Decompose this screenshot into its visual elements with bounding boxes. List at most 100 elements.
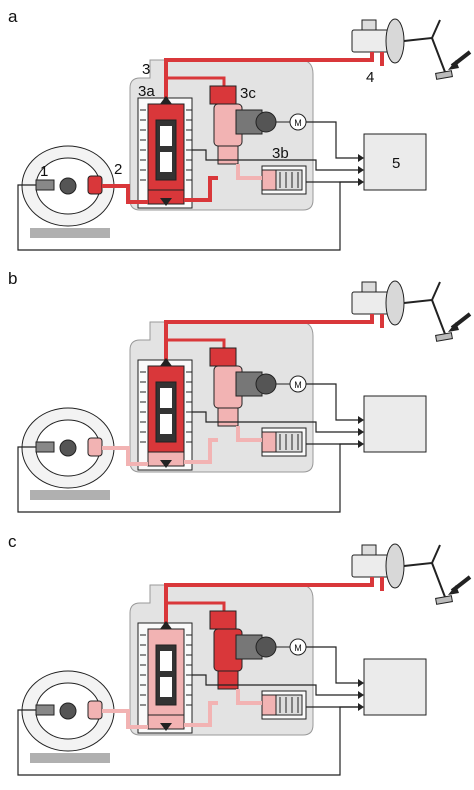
valve-to-pump-line xyxy=(184,438,218,464)
brake-line-wheel xyxy=(102,446,148,466)
wheel-speed-sensor xyxy=(35,179,55,191)
pedal-force-arrow-head xyxy=(448,322,459,332)
valve-control-wire xyxy=(192,149,358,171)
wheel-brake-caliper xyxy=(87,175,103,195)
wheel-sensor-label: 1 xyxy=(40,163,48,180)
ecu-box xyxy=(363,133,427,191)
pump-inlet-valve xyxy=(209,347,237,367)
brake-pedal xyxy=(435,332,453,342)
accumulator-line xyxy=(236,689,262,705)
wheel-speed-sensor xyxy=(35,704,55,716)
ecu-box xyxy=(363,395,427,453)
brake-fluid-reservoir xyxy=(361,19,377,31)
road-surface xyxy=(30,490,110,500)
brake-line-master xyxy=(164,314,374,366)
valve-control-wire xyxy=(192,411,358,433)
sensor-ring xyxy=(59,177,77,195)
armature-window-top xyxy=(160,126,172,146)
master-cylinder xyxy=(351,554,391,578)
brake-line-wheel xyxy=(102,709,148,729)
valve-label: 3a xyxy=(138,83,155,100)
armature-window-bottom xyxy=(160,152,172,172)
sensor-wire xyxy=(17,181,358,251)
panel-letter: b xyxy=(8,269,17,288)
ecu-input-arrow xyxy=(358,416,364,424)
motor-control-wire xyxy=(306,383,358,421)
panel-b: bM xyxy=(8,269,472,513)
motor-control-wire xyxy=(306,121,358,159)
valve-seat-bottom xyxy=(160,460,172,468)
panel-c: cM xyxy=(8,532,472,776)
panel-letter: c xyxy=(8,532,17,551)
ecu-input-arrow xyxy=(358,703,364,711)
accumulator-spring xyxy=(275,169,303,191)
valve-seat-top xyxy=(160,96,172,104)
brake-label: 2 xyxy=(114,161,122,178)
master-cylinder xyxy=(351,29,391,53)
accumulator-label: 3b xyxy=(272,145,289,162)
valve-control-wire xyxy=(192,674,358,696)
brake-booster xyxy=(385,18,405,64)
pump-outlet-valve xyxy=(217,407,239,427)
master-cylinder-label: 4 xyxy=(366,69,374,86)
brake-line-wheel xyxy=(102,184,148,204)
wheel-brake-caliper xyxy=(87,700,103,720)
accumulator-line xyxy=(236,164,262,180)
wheel-brake-caliper xyxy=(87,437,103,457)
valve-seat-top xyxy=(160,621,172,629)
pump-eccentric xyxy=(255,636,277,658)
valve-seat-bottom xyxy=(160,198,172,206)
pump-label: 3c xyxy=(240,85,256,102)
panel-letter: a xyxy=(8,7,18,26)
armature-window-bottom xyxy=(160,414,172,434)
brake-fluid-reservoir xyxy=(361,544,377,556)
armature-window-bottom xyxy=(160,677,172,697)
pedal-force-arrow-head xyxy=(448,585,459,595)
accumulator-chamber xyxy=(261,431,277,453)
sensor-wire xyxy=(17,706,358,776)
accumulator-chamber xyxy=(261,694,277,716)
brake-pedal-linkage xyxy=(403,544,446,598)
pedal-force-arrow-head xyxy=(448,60,459,70)
accumulator-chamber xyxy=(261,169,277,191)
ecu-input-arrow xyxy=(358,691,364,699)
accumulator-line xyxy=(236,426,262,442)
master-cylinder xyxy=(351,291,391,315)
pump-inlet-valve xyxy=(209,610,237,630)
accumulator-spring xyxy=(275,694,303,716)
ecu-input-arrow xyxy=(358,679,364,687)
armature-window-top xyxy=(160,388,172,408)
ecu-input-arrow xyxy=(358,428,364,436)
valve-to-pump-line xyxy=(184,176,218,202)
sensor-wire xyxy=(17,443,358,513)
armature-window-top xyxy=(160,651,172,671)
sensor-ring xyxy=(59,439,77,457)
ecu-box xyxy=(363,658,427,716)
motor-symbol: M xyxy=(294,643,302,653)
pump-eccentric xyxy=(255,373,277,395)
road-surface xyxy=(30,753,110,763)
brake-booster xyxy=(385,280,405,326)
ecu-input-arrow xyxy=(358,178,364,186)
ecu-input-arrow xyxy=(358,166,364,174)
brake-booster xyxy=(385,543,405,589)
motor-symbol: M xyxy=(294,118,302,128)
brake-pedal-linkage xyxy=(403,19,446,73)
pump-inlet-valve xyxy=(209,85,237,105)
brake-pedal xyxy=(435,70,453,80)
pump-outlet-valve xyxy=(217,145,239,165)
wheel-speed-sensor xyxy=(35,441,55,453)
motor-symbol: M xyxy=(294,380,302,390)
ecu-input-arrow xyxy=(358,440,364,448)
valve-seat-bottom xyxy=(160,723,172,731)
pump-eccentric xyxy=(255,111,277,133)
ecu-label: 5 xyxy=(392,155,400,172)
valve-seat-top xyxy=(160,358,172,366)
road-surface xyxy=(30,228,110,238)
brake-line-master xyxy=(164,52,374,104)
brake-line-master xyxy=(164,577,374,629)
ecu-input-arrow xyxy=(358,154,364,162)
